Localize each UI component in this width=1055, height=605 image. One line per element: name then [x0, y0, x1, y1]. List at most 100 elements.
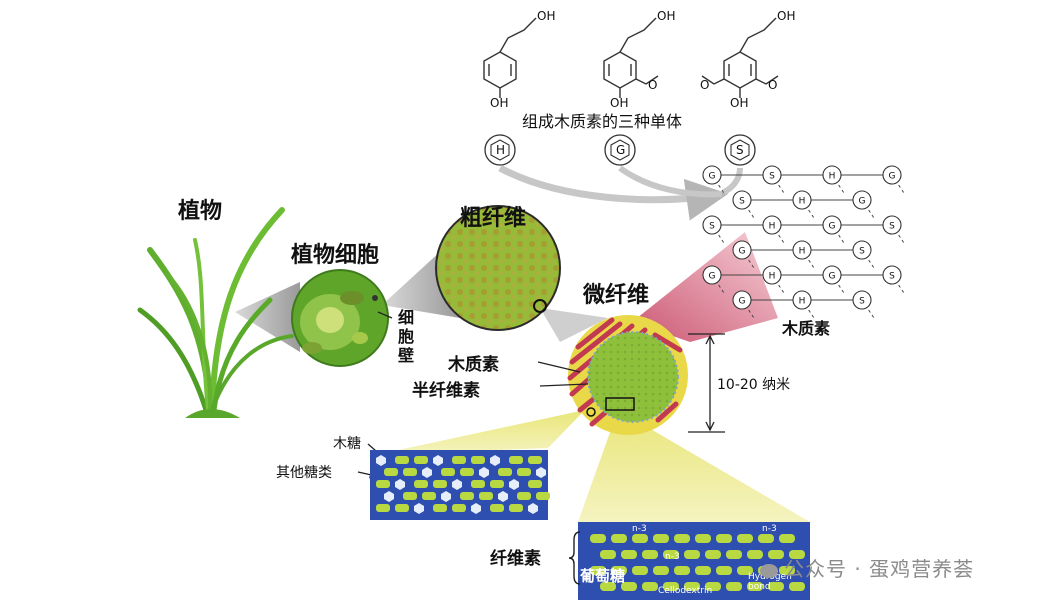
sugar-unit: [528, 456, 542, 464]
svg-text:S: S: [709, 222, 715, 232]
symbol-h-letter: H: [496, 143, 506, 157]
microfibril-to-hemicellulose-beam: [375, 410, 585, 455]
xylose-unit: [479, 467, 489, 478]
svg-text:S: S: [889, 272, 895, 282]
glucose-unit: [611, 534, 627, 543]
xylose-unit: [509, 479, 519, 490]
lignin-unit: S: [732, 190, 752, 210]
sugar-unit: [433, 504, 447, 512]
svg-text:H: H: [769, 272, 776, 282]
cell-wall-leader: [377, 311, 393, 319]
macrofibril-label: 粗纤维: [460, 206, 527, 231]
lignin-unit: S: [762, 165, 782, 185]
glucose-unit: [590, 534, 606, 543]
sugar-unit: [395, 456, 409, 464]
xylose-unit: [384, 491, 394, 502]
methoxy-label-g: O: [648, 78, 658, 92]
glucose-unit: [789, 582, 805, 591]
sugar-unit: [403, 468, 417, 476]
xylose-unit: [414, 503, 424, 514]
sugar-unit: [460, 468, 474, 476]
lignin-unit: S: [852, 290, 872, 310]
lignin-unit: G: [732, 240, 752, 260]
lignin-unit: S: [882, 215, 902, 235]
glucose-unit: [684, 550, 700, 559]
svg-text:G: G: [829, 222, 836, 232]
svg-text:G: G: [859, 197, 866, 207]
glucose-unit: [632, 534, 648, 543]
xylose-unit: [376, 455, 386, 466]
glucose-unit: [747, 550, 763, 559]
sugar-unit: [460, 492, 474, 500]
glucose-unit: [747, 582, 763, 591]
glucose-unit: [705, 582, 721, 591]
sugar-unit: [471, 480, 485, 488]
glucose-label: 葡萄糖: [580, 567, 626, 585]
glucose-unit: [674, 534, 690, 543]
lignin-unit: G: [702, 265, 722, 285]
xylose-unit: [498, 491, 508, 502]
lignin-unit: S: [882, 265, 902, 285]
glucose-unit: [737, 566, 753, 575]
svg-text:H: H: [769, 222, 776, 232]
lignin-unit: G: [702, 165, 722, 185]
svg-text:G: G: [739, 297, 746, 307]
glucose-unit: [737, 534, 753, 543]
sugar-unit: [395, 504, 409, 512]
glucose-unit: [653, 566, 669, 575]
sugar-unit: [517, 468, 531, 476]
microfibril-label: 微纤维: [583, 283, 650, 308]
glucose-unit: [621, 582, 637, 591]
glucose-unit: [758, 534, 774, 543]
watermark-text: 公众号 · 蛋鸡营养荟: [784, 557, 975, 581]
svg-text:H: H: [829, 172, 836, 182]
monomer-s: [701, 17, 779, 98]
svg-text:G: G: [889, 172, 896, 182]
glucose-unit: [695, 566, 711, 575]
glucose-unit: [779, 566, 795, 575]
microfibril-to-cellulose-beam: [578, 410, 810, 522]
svg-text:G: G: [739, 247, 746, 257]
svg-text:H: H: [799, 297, 806, 307]
glucose-unit: [768, 582, 784, 591]
oh-bottom-label-s: OH: [730, 96, 749, 110]
svg-text:G: G: [709, 172, 716, 182]
oh-bottom-label-h: OH: [490, 96, 509, 110]
svg-text:G: G: [709, 272, 716, 282]
glucose-unit: [684, 582, 700, 591]
plant-label: 植物: [178, 199, 223, 224]
sugar-unit: [528, 480, 542, 488]
macrofibril: [435, 205, 561, 331]
n3-label-3: n-3: [762, 524, 777, 534]
lignin-unit: H: [792, 190, 812, 210]
sugar-unit: [414, 480, 428, 488]
xylose-unit: [433, 455, 443, 466]
sugar-unit: [517, 492, 531, 500]
lignin-unit: S: [852, 240, 872, 260]
glucose-unit: [600, 550, 616, 559]
xylose-unit: [452, 479, 462, 490]
sugar-unit: [384, 468, 398, 476]
xylose-unit: [471, 503, 481, 514]
symbol-s-letter: S: [736, 143, 744, 157]
sugar-unit: [433, 480, 447, 488]
svg-text:H: H: [799, 197, 806, 207]
glucose-unit: [600, 582, 616, 591]
glucose-unit: [726, 582, 742, 591]
cellulose-brace: [568, 531, 581, 585]
glucose-unit: [779, 534, 795, 543]
lignin-unit: H: [822, 165, 842, 185]
sugar-unit: [452, 456, 466, 464]
cellodextrin-label: Cellodextrin: [658, 586, 713, 596]
glucose-unit: [695, 534, 711, 543]
monomers-caption: 组成木质素的三种单体: [522, 112, 683, 131]
glucose-unit: [663, 550, 679, 559]
sugar-unit: [498, 468, 512, 476]
sugar-unit: [452, 504, 466, 512]
lignin-unit: H: [792, 240, 812, 260]
glucose-unit: [726, 550, 742, 559]
svg-text:S: S: [889, 222, 895, 232]
monomer-g: [603, 17, 659, 98]
svg-text:S: S: [739, 197, 745, 207]
xylose-unit: [536, 467, 546, 478]
